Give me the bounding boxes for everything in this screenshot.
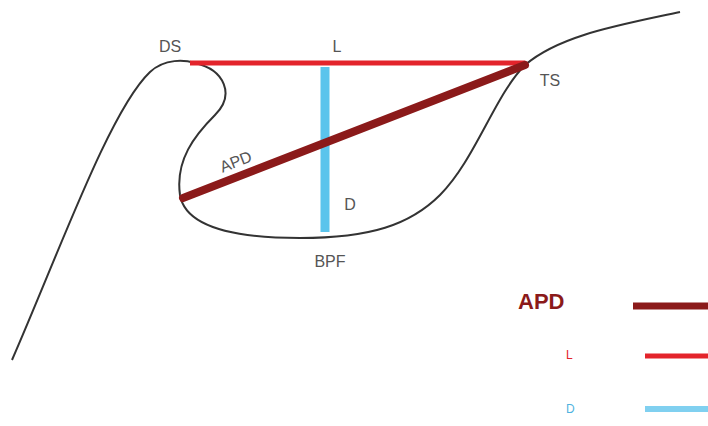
legend-text: APD (518, 291, 564, 313)
part-label: BPF (314, 254, 345, 270)
d-line (321, 67, 330, 232)
l-line (190, 61, 525, 66)
legend-line-sample (645, 406, 708, 412)
apd-line (183, 65, 525, 198)
part-label: APD (218, 149, 254, 176)
part-label: TS (540, 73, 560, 89)
legend-line-sample (633, 303, 708, 310)
part-label: D (344, 197, 356, 213)
legend-text: L (566, 349, 573, 361)
part-label: L (333, 39, 342, 55)
part-label: DS (159, 39, 181, 55)
outline-curve (12, 12, 680, 360)
legend-line-sample (645, 354, 708, 359)
legend-text: D (566, 403, 575, 415)
